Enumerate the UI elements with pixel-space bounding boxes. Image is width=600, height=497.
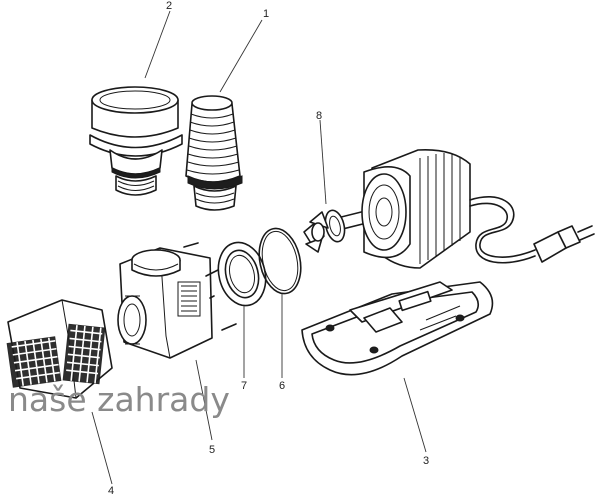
callout-8: 8 [316,110,322,122]
part-2-funnel-adapter [89,86,183,196]
watermark-text: naše zahrady [8,380,230,419]
callout-1: 1 [263,8,269,20]
callout-7: 7 [241,380,247,392]
part-5-pump-housing [117,242,237,359]
motor-unit [361,148,595,269]
callout-5: 5 [209,444,215,456]
callout-4: 4 [108,485,114,497]
part-4-filter-cage [6,299,113,399]
leader-lines [91,10,427,485]
callout-3: 3 [423,455,429,467]
part-3-base [301,281,494,376]
part-7-flange-ring [217,241,267,307]
part-6-o-ring [258,227,302,295]
callout-2: 2 [166,0,172,12]
part-1-hose-tail [185,95,243,211]
callout-6: 6 [279,380,285,392]
